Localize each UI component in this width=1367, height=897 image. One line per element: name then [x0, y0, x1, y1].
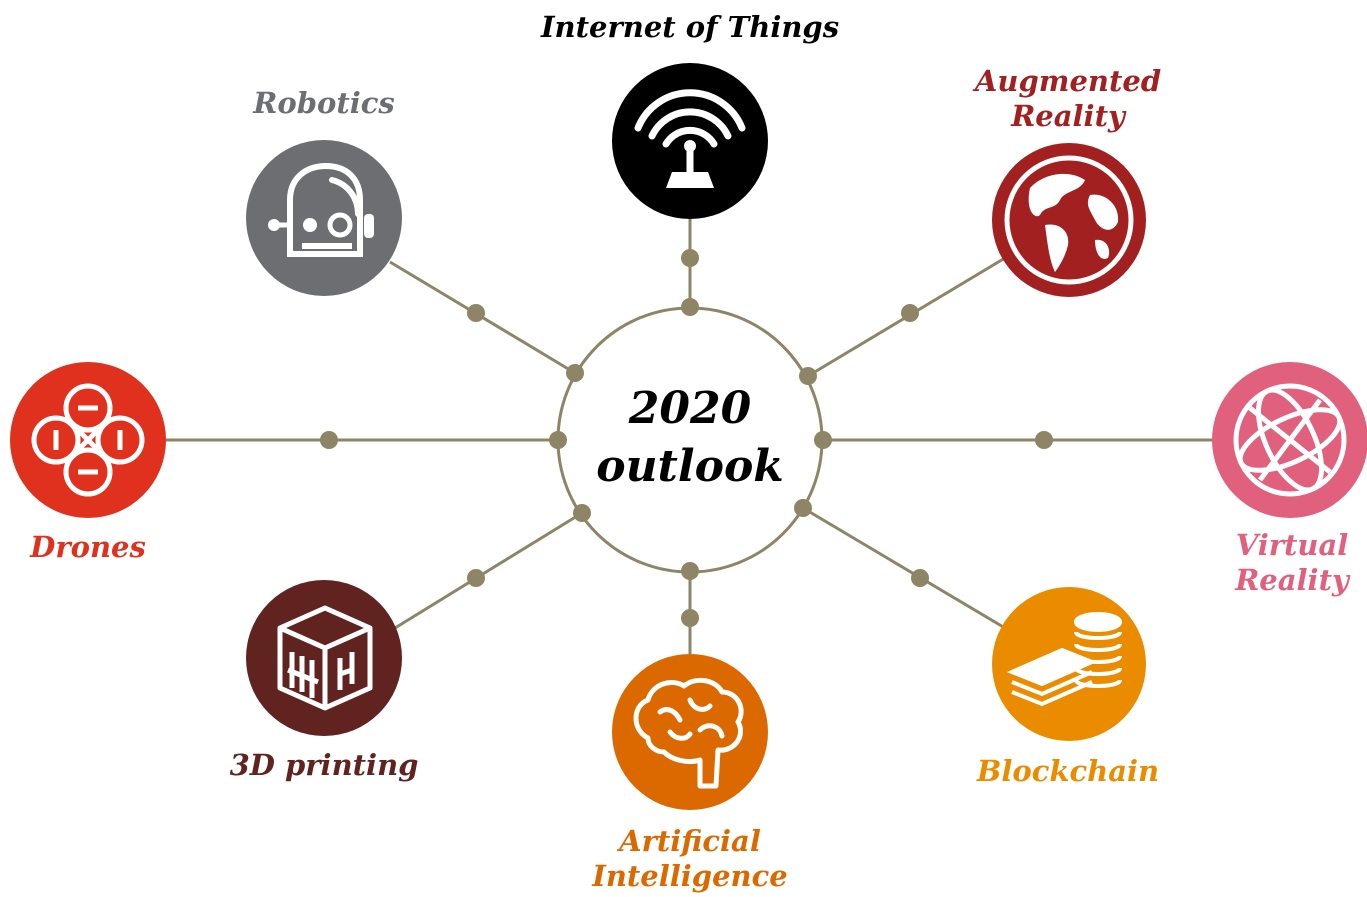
coins-stack-icon — [1006, 612, 1122, 707]
label-vr-line1: Virtual — [1235, 528, 1349, 562]
connector-dot — [799, 367, 817, 385]
node-blockchain — [992, 587, 1146, 741]
center-title: 2020 outlook — [596, 380, 784, 496]
node-robotics — [246, 140, 402, 296]
label-robotics: Robotics — [253, 86, 395, 120]
connector-dot — [911, 569, 929, 587]
connector-blockchain — [802, 506, 1006, 630]
node-drones — [10, 362, 166, 518]
node-ar — [992, 143, 1146, 297]
drone-icon — [31, 383, 145, 497]
connector-dot — [549, 431, 567, 449]
node-ar-circle — [992, 143, 1146, 297]
connector-dot — [814, 431, 832, 449]
label-ai-line1: Artificial — [619, 824, 761, 858]
label-ar-line1: Augmented — [974, 64, 1162, 98]
node-printing — [246, 580, 402, 736]
printed-cube-icon — [277, 605, 373, 711]
wifi-signal-icon — [634, 89, 746, 188]
center-title-line2: outlook — [596, 441, 784, 492]
connector-dot — [681, 609, 699, 627]
globe-map-icon — [1004, 155, 1134, 285]
label-blockchain: Blockchain — [976, 754, 1160, 788]
label-ar: Augmented Reality — [975, 64, 1161, 134]
connector-dot — [681, 562, 699, 580]
label-printing: 3D printing — [229, 748, 419, 782]
connector-dot — [573, 504, 591, 522]
connector-dot — [681, 249, 699, 267]
center-title-line1: 2020 — [628, 383, 752, 434]
connector-dot — [566, 364, 584, 382]
connector-dot — [467, 569, 485, 587]
connector-dot — [320, 431, 338, 449]
label-drones: Drones — [30, 530, 146, 564]
node-ai — [612, 654, 768, 810]
label-ai: Artificial Intelligence — [592, 824, 787, 894]
connector-dot — [681, 298, 699, 316]
brain-icon — [633, 677, 744, 789]
connector-dot — [1035, 431, 1053, 449]
wireframe-globe-icon — [1233, 383, 1347, 497]
label-ar-line2: Reality — [1011, 99, 1125, 133]
node-vr — [1212, 362, 1367, 518]
node-iot — [612, 63, 768, 219]
connector-dot — [901, 304, 919, 322]
connector-dot — [467, 304, 485, 322]
label-vr: Virtual Reality — [1235, 528, 1349, 598]
connector-dots — [320, 249, 1053, 627]
label-vr-line2: Reality — [1235, 563, 1349, 597]
connector-printing — [394, 511, 583, 630]
label-ai-line2: Intelligence — [592, 859, 788, 893]
label-iot: Internet of Things — [540, 10, 840, 44]
connector-dot — [794, 499, 812, 517]
robot-head-icon — [268, 162, 374, 257]
